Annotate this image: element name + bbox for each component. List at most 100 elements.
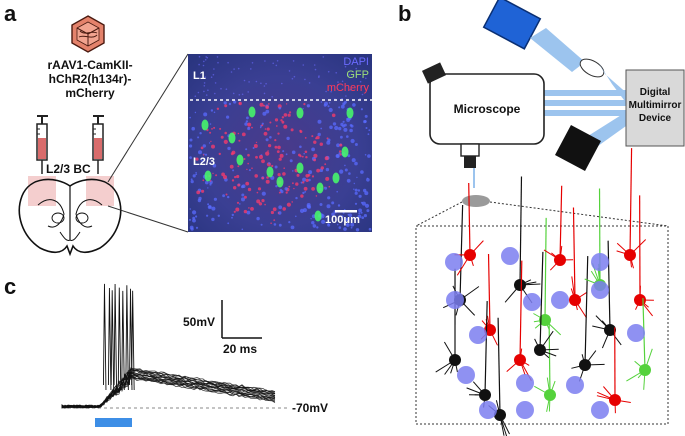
micrograph-speck: [215, 174, 218, 177]
micrograph-speck: [203, 112, 208, 117]
nucleus: [446, 291, 464, 309]
voltage-traces: [61, 283, 290, 409]
micrograph-speck: [355, 228, 360, 232]
micrograph-speck: [331, 212, 335, 217]
micrograph-speck: [222, 194, 226, 198]
micrograph-speck: [261, 199, 265, 203]
micrograph-speck: [347, 154, 351, 158]
micrograph-speck: [353, 217, 356, 220]
micrograph-speck: [316, 168, 320, 173]
micrograph-speck: [236, 201, 240, 204]
micrograph-speck: [332, 122, 337, 126]
micrograph-speck: [253, 144, 258, 148]
micrograph-speck: [203, 60, 205, 63]
neuron-volume-box: [415, 148, 669, 436]
neuron: [543, 185, 574, 271]
micrograph-speck: [264, 60, 266, 62]
micrograph-speck: [254, 174, 258, 178]
micrograph-speck: [217, 61, 219, 64]
micrograph-speck: [320, 101, 323, 103]
micrograph-speck: [308, 178, 311, 182]
nucleus: [591, 253, 609, 271]
micrograph-speck: [223, 139, 228, 144]
scale-bar-label: 100μm: [325, 214, 360, 226]
micrograph-speck: [189, 208, 192, 210]
micrograph-speck: [248, 81, 250, 83]
micrograph-speck: [264, 203, 266, 206]
micrograph-speck: [356, 176, 358, 179]
neuron: [626, 298, 653, 390]
micrograph-speck: [350, 138, 355, 144]
micrograph-speck: [237, 165, 240, 168]
micrograph-speck: [241, 197, 245, 202]
gfp-cell: [341, 146, 349, 158]
micrograph-speck: [207, 187, 209, 189]
micrograph-speck: [311, 175, 315, 178]
legend-mcherry: mCherry: [326, 82, 369, 94]
micrograph-speck: [263, 92, 266, 95]
micrograph-speck: [319, 142, 323, 146]
micrograph-speck: [341, 80, 344, 83]
gfp-cell: [266, 166, 274, 178]
micrograph-speck: [278, 205, 283, 210]
micrograph-speck: [268, 162, 271, 165]
micrograph-speck: [276, 150, 280, 154]
micrograph-speck: [336, 154, 340, 158]
micrograph-speck: [295, 196, 298, 200]
micrograph-speck: [246, 168, 248, 171]
micrograph-speck: [277, 173, 281, 177]
micrograph-speck: [270, 222, 272, 224]
micrograph-speck: [233, 68, 235, 70]
micrograph-speck: [267, 150, 269, 152]
micrograph-speck: [263, 131, 268, 136]
micrograph-speck: [250, 207, 254, 211]
micrograph-speck: [259, 126, 262, 129]
micrograph-speck: [305, 156, 308, 159]
micrograph-speck: [263, 85, 266, 87]
micrograph-speck: [248, 207, 250, 209]
dmd-label: Digital Multimirror Device: [626, 86, 684, 125]
micrograph-speck: [361, 216, 365, 220]
micrograph-speck: [194, 111, 197, 114]
micrograph-speck: [336, 143, 340, 148]
micrograph-speck: [223, 101, 227, 105]
micrograph-legend: DAPI GFP mCherry: [327, 56, 369, 95]
gfp-cell: [201, 119, 209, 131]
micrograph-speck: [207, 203, 210, 206]
micrograph-speck: [189, 138, 193, 142]
micrograph-speck: [210, 109, 214, 112]
micrograph-speck: [289, 111, 292, 114]
micrograph-speck: [337, 84, 339, 86]
micrograph-speck: [305, 178, 309, 182]
micrograph-speck: [327, 105, 330, 108]
microscope-label: Microscope: [453, 102, 521, 116]
micrograph-speck: [327, 196, 331, 200]
micrograph-speck: [245, 148, 248, 151]
micrograph-speck: [265, 179, 270, 184]
micrograph-speck: [195, 157, 199, 161]
micrograph-speck: [340, 104, 345, 109]
micrograph-speck: [324, 186, 328, 190]
nucleus: [516, 401, 534, 419]
micrograph-speck: [265, 109, 270, 114]
led-light-source-icon: [482, 0, 585, 72]
layer-label-l1: L1: [193, 70, 206, 82]
micrograph-speck: [346, 178, 351, 183]
micrograph-speck: [359, 80, 362, 83]
dmd-device: [625, 69, 685, 147]
gfp-cell: [316, 182, 324, 194]
micrograph-speck: [327, 70, 330, 73]
micrograph-speck: [280, 190, 284, 194]
micrograph-speck: [236, 174, 240, 179]
micrograph-speck: [344, 164, 346, 167]
micrograph-speck: [211, 127, 213, 130]
micrograph-speck: [326, 140, 331, 145]
brain-section-drawing: [18, 176, 122, 257]
micrograph-speck: [202, 144, 206, 148]
micrograph-speck: [213, 111, 216, 114]
micrograph-speck: [202, 154, 205, 156]
micrograph-speck: [299, 208, 305, 213]
micrograph-speck: [324, 101, 328, 106]
gfp-cell: [346, 107, 354, 119]
micrograph-speck: [192, 210, 197, 215]
